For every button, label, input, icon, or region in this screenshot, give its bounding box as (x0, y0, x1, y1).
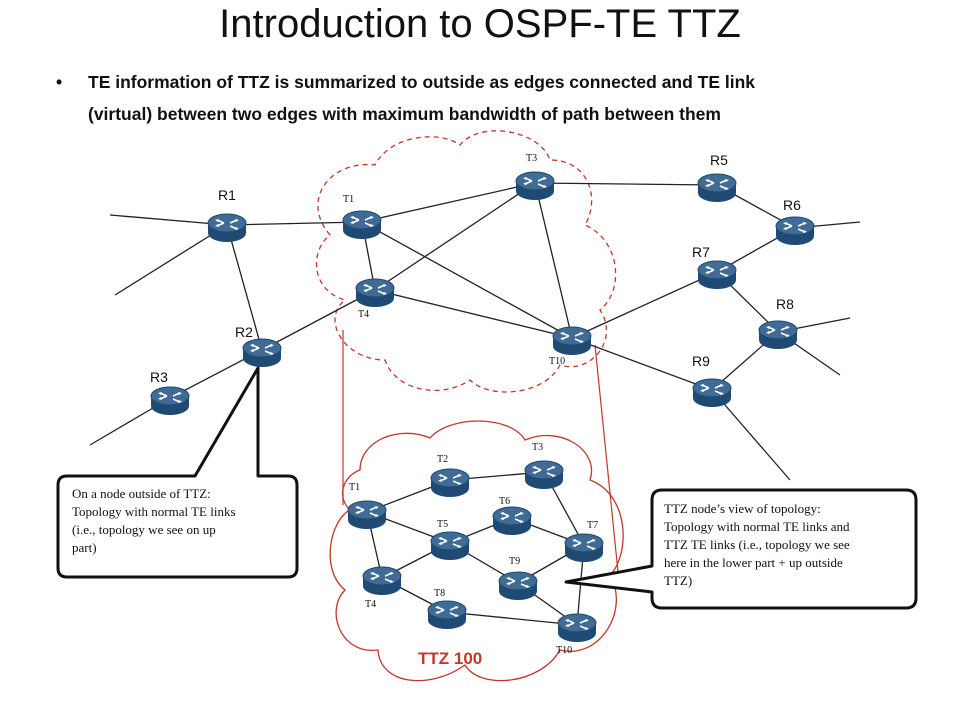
bullet-line-1: TE information of TTZ is summarized to o… (88, 72, 756, 92)
router-lt1-icon (347, 500, 387, 530)
link-t3-t10 (534, 182, 573, 339)
link-r1-ext (109, 214, 228, 226)
router-r2-icon (242, 338, 282, 368)
label-upper-t3: T3 (526, 153, 537, 164)
label-r5: R5 (710, 152, 728, 168)
bullet-line-2: (virtual) between two edges with maximum… (88, 104, 721, 124)
router-r6-icon (775, 216, 815, 246)
router-lt8-icon (427, 600, 467, 630)
ttz-100-label: TTZ 100 (418, 649, 482, 668)
router-lt3-icon (524, 460, 564, 490)
label-lower-t3: T3 (532, 442, 543, 453)
bullet-text: TE information of TTZ is summarized to o… (88, 66, 938, 130)
upper-router-labels: R1 R2 R3 R5 R6 R7 R8 R9 (150, 152, 801, 385)
projection-line-right (594, 344, 619, 573)
label-lower-t4: T4 (365, 599, 376, 610)
label-upper-t1: T1 (343, 194, 354, 205)
callout-right-line-4: here in the lower part + up outside (664, 555, 843, 570)
router-r5-icon (697, 173, 737, 203)
upper-ttz-cloud (315, 130, 617, 393)
label-lower-t7: T7 (587, 520, 598, 531)
router-r1-icon (207, 213, 247, 243)
upper-ttz-labels: T1 T3 T4 T10 (343, 153, 565, 367)
link-t4-t3 (374, 182, 536, 291)
callout-left-line-1: On a node outside of TTZ: (72, 486, 211, 501)
callout-right-bubble (564, 488, 918, 610)
lower-ttz-cloud (329, 420, 624, 682)
router-t3-icon (515, 171, 555, 201)
link-r1-r2 (226, 224, 263, 351)
router-t4-icon (355, 278, 395, 308)
label-lower-t9: T9 (509, 556, 520, 567)
callout-left-text: On a node outside of TTZ: Topology with … (72, 485, 292, 557)
bullet-dot-icon: • (56, 72, 63, 92)
page-title: Introduction to OSPF-TE TTZ (219, 2, 741, 46)
link-t1-t10 (361, 221, 573, 339)
label-lower-t6: T6 (499, 496, 510, 507)
upper-links (89, 182, 861, 481)
label-r9: R9 (692, 353, 710, 369)
link-t10-r7 (571, 271, 718, 339)
label-r6: R6 (783, 197, 801, 213)
label-lower-t8: T8 (434, 588, 445, 599)
callout-right-line-3: TTZ TE links (i.e., topology we see (664, 537, 850, 552)
label-upper-t10: T10 (549, 356, 565, 367)
label-r7: R7 (692, 244, 710, 260)
callout-right-line-5: TTZ) (664, 573, 693, 588)
label-r1: R1 (218, 187, 236, 203)
link-r9-ext (711, 389, 791, 481)
link-t4-t10 (374, 289, 573, 339)
router-lt6-icon (492, 506, 532, 536)
link-t3-r5 (534, 182, 718, 186)
callout-left-line-3: (i.e., topology we see on up (72, 522, 216, 537)
label-upper-t4: T4 (358, 309, 369, 320)
link-t1-t3 (361, 182, 536, 223)
label-r3: R3 (150, 369, 168, 385)
router-r3-icon (150, 386, 190, 416)
label-lower-t2: T2 (437, 454, 448, 465)
link-r2-t4 (261, 289, 376, 351)
callout-right-line-1: TTZ node’s view of topology: (664, 501, 821, 516)
lower-ttz-labels: T1 T2 T3 T4 T5 T6 T7 T8 T9 T10 (349, 442, 598, 656)
label-lower-t10: T10 (556, 645, 572, 656)
callout-right-text: TTZ node’s view of topology: Topology wi… (664, 500, 910, 590)
router-lt5-icon (430, 531, 470, 561)
label-r8: R8 (776, 296, 794, 312)
router-lt7-icon (564, 533, 604, 563)
link-t10-r9 (571, 337, 713, 391)
router-t1-icon (342, 210, 382, 240)
callout-left-line-2: Topology with normal TE links (72, 504, 236, 519)
router-lt10-icon (557, 613, 597, 643)
callout-right-line-2: Topology with normal TE links and (664, 519, 850, 534)
router-r7-icon (697, 260, 737, 290)
router-lt2-icon (430, 468, 470, 498)
label-lower-t5: T5 (437, 519, 448, 530)
lower-links (366, 471, 585, 626)
link-r1-t1 (226, 221, 363, 226)
link-lt8-lt10 (446, 611, 578, 626)
router-lt9-icon (498, 571, 538, 601)
router-lt4-icon (362, 566, 402, 596)
callout-left-bubble (56, 366, 299, 579)
link-r1-ext2 (114, 224, 228, 296)
router-r9-icon (692, 378, 732, 408)
router-r8-icon (758, 320, 798, 350)
label-lower-t1: T1 (349, 482, 360, 493)
label-r2: R2 (235, 324, 253, 340)
callout-left-line-4: part) (72, 540, 97, 555)
router-t10-icon (552, 326, 592, 356)
